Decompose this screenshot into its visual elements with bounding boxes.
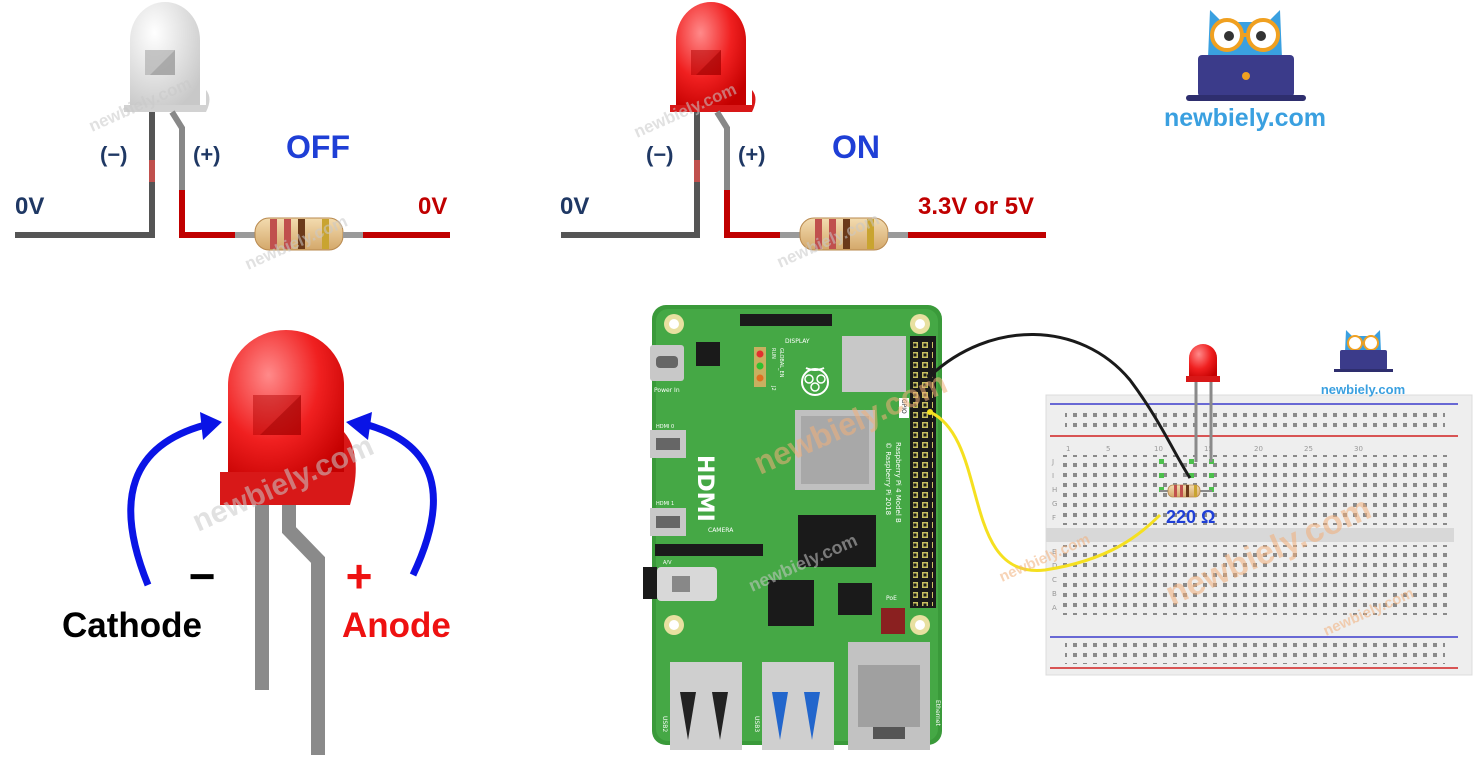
copyright-label: © Raspberry Pi 2018 bbox=[884, 442, 892, 515]
row-letter-h: H bbox=[1052, 486, 1057, 494]
camera-connector bbox=[655, 544, 763, 556]
wireless-module bbox=[842, 336, 906, 392]
off-circuit: (−) (+) OFF 0V 0V bbox=[15, 2, 450, 251]
brand-name: newbiely.com bbox=[1164, 104, 1326, 132]
minus-sign: − bbox=[189, 550, 216, 602]
row-letter-g: G bbox=[1052, 500, 1057, 508]
cathode-lead-on bbox=[561, 112, 700, 238]
display-connector bbox=[740, 314, 832, 326]
row-letter-e: E bbox=[1052, 548, 1056, 556]
cathode-mark-off bbox=[149, 160, 155, 182]
state-on-title: ON bbox=[832, 129, 880, 165]
cathode-lead-off bbox=[15, 112, 155, 238]
ground-voltage-off: 0V bbox=[15, 193, 44, 220]
col-number-10: 10 bbox=[1154, 445, 1163, 453]
col-number-30: 30 bbox=[1354, 445, 1363, 453]
row-letter-c: C bbox=[1052, 576, 1057, 584]
led-on bbox=[670, 2, 756, 112]
anode-label: Anode bbox=[342, 606, 451, 645]
usb3-label: USB3 bbox=[753, 716, 760, 732]
j2-label: J2 bbox=[770, 385, 776, 391]
resistor-on bbox=[780, 217, 908, 251]
power-label: Power In bbox=[654, 387, 680, 394]
led-off bbox=[124, 2, 210, 112]
cathode-label: Cathode bbox=[62, 606, 202, 645]
resistor-off bbox=[235, 217, 363, 251]
hdmi0-label: HDMI 0 bbox=[656, 424, 674, 430]
on-circuit: (−) (+) ON 0V 3.3V or 5V bbox=[560, 2, 1046, 251]
row-letter-a: A bbox=[1052, 604, 1057, 612]
anode-leg bbox=[282, 500, 325, 755]
poe-label: PoE bbox=[886, 595, 897, 602]
black-wire bbox=[928, 333, 1192, 479]
cathode-mark-on bbox=[694, 160, 700, 182]
global-en-label: GLOBAL_EN bbox=[778, 348, 784, 378]
col-number-5: 5 bbox=[1106, 445, 1110, 453]
supply-voltage-off: 0V bbox=[418, 193, 447, 220]
cathode-sign-on: (−) bbox=[646, 142, 674, 167]
cathode-sign-off: (−) bbox=[100, 142, 128, 167]
usb2-port bbox=[670, 662, 742, 750]
row-letter-f: F bbox=[1052, 514, 1056, 522]
brand-name-small: newbiely.com bbox=[1321, 382, 1405, 397]
model-label: Raspberry Pi 4 Model B bbox=[894, 442, 902, 523]
anode-sign-off: (+) bbox=[193, 142, 221, 167]
anode-sign-on: (+) bbox=[738, 142, 766, 167]
owl-laptop-small-icon bbox=[1334, 330, 1393, 372]
ground-voltage-on: 0V bbox=[560, 193, 589, 220]
yellow-wire bbox=[929, 410, 1162, 572]
ethernet-label: Ethernet bbox=[934, 700, 941, 726]
col-number-1: 1 bbox=[1066, 445, 1070, 453]
row-letter-d: D bbox=[1052, 562, 1057, 570]
breadboard-led bbox=[1186, 344, 1220, 462]
supply-voltage-on: 3.3V or 5V bbox=[918, 193, 1034, 220]
brand-logo-small: newbiely.com bbox=[1321, 330, 1405, 397]
anode-arrow-icon bbox=[346, 412, 437, 577]
col-number-15: 15 bbox=[1204, 445, 1213, 453]
plus-sign: + bbox=[346, 550, 373, 602]
led-large bbox=[220, 330, 356, 505]
breadboard-resistor bbox=[1160, 484, 1212, 498]
row-letter-i: I bbox=[1052, 472, 1054, 480]
ram-chip bbox=[798, 515, 876, 567]
av-label: A/V bbox=[663, 560, 672, 566]
display-label: DISPLAY bbox=[785, 338, 810, 345]
cathode-leg bbox=[255, 500, 269, 690]
brand-logo: newbiely.com bbox=[1164, 10, 1326, 132]
col-number-25: 25 bbox=[1304, 445, 1313, 453]
hdmi1-label: HDMI 1 bbox=[656, 501, 674, 507]
camera-label: CAMERA bbox=[708, 527, 734, 534]
state-off-title: OFF bbox=[286, 129, 350, 165]
usb3-port bbox=[762, 662, 834, 750]
col-number-20: 20 bbox=[1254, 445, 1263, 453]
usb2-label: USB2 bbox=[661, 716, 668, 732]
owl-laptop-icon bbox=[1186, 10, 1306, 101]
gpio-label: GPIO bbox=[900, 399, 907, 414]
row-letter-b: B bbox=[1052, 590, 1057, 598]
raspberry-logo-icon bbox=[801, 367, 829, 396]
row-letter-j: J bbox=[1051, 458, 1054, 466]
raspberry-pi-board: DISPLAY Power In RUN GLOBAL_EN J2 GPIO R… bbox=[643, 305, 942, 750]
run-label: RUN bbox=[770, 348, 776, 359]
poe-header bbox=[881, 608, 905, 634]
breadboard: J I H G F E D C B A 1 5 10 15 20 25 30 bbox=[1045, 394, 1473, 676]
hdmi-label: HDMI bbox=[692, 455, 717, 522]
cathode-arrow-icon bbox=[127, 412, 222, 587]
led-pinout: − + Cathode Anode bbox=[62, 330, 451, 755]
resistor-value-label: 220 Ω bbox=[1166, 507, 1215, 527]
